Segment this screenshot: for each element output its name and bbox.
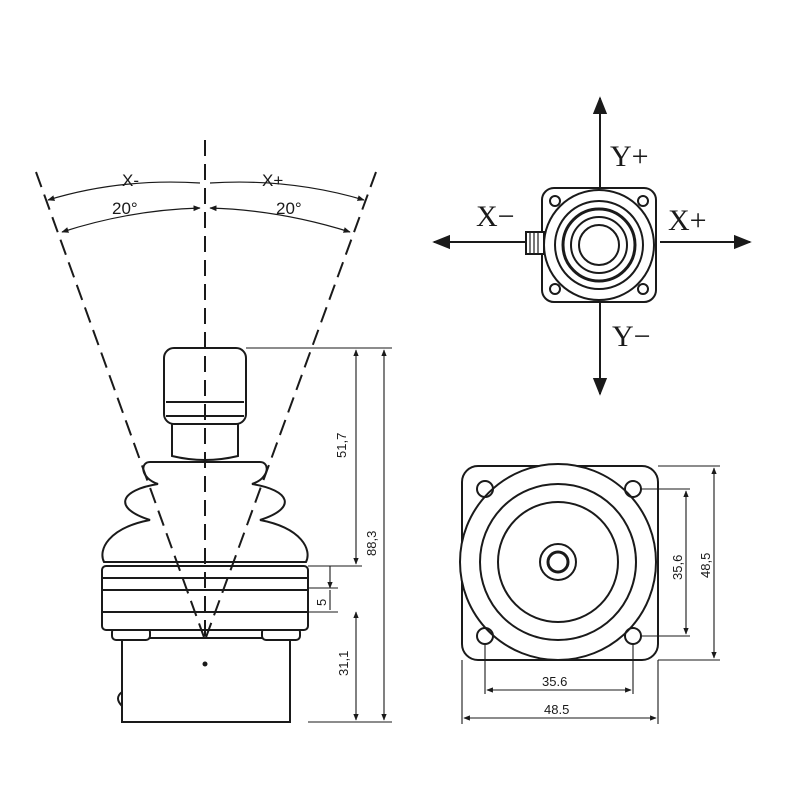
bottom-hub-outer bbox=[539, 543, 577, 581]
top-screw-tr bbox=[637, 195, 649, 207]
bottom-middle-ring bbox=[479, 483, 637, 641]
label-dim-total: 88,3 bbox=[364, 531, 379, 556]
top-screw-br bbox=[637, 283, 649, 295]
bottom-view: 35.6 48.5 35,6 48,5 bbox=[459, 463, 720, 724]
label-top-x-plus: X+ bbox=[668, 204, 707, 237]
label-x-plus: X+ bbox=[262, 171, 283, 190]
right-angle-arc bbox=[209, 205, 351, 233]
label-y-plus: Y+ bbox=[610, 140, 649, 173]
bottom-outer-ring bbox=[459, 463, 657, 661]
top-knob bbox=[578, 224, 620, 266]
top-view: Y+ Y− X+ X− bbox=[432, 96, 752, 396]
top-ring-4 bbox=[570, 216, 628, 274]
top-ring-3 bbox=[561, 207, 637, 283]
bottom-screw-tl bbox=[476, 480, 494, 498]
base-housing bbox=[121, 637, 291, 723]
base-notch bbox=[117, 691, 123, 707]
label-dim-base: 31,1 bbox=[336, 651, 351, 676]
bottom-hub-inner bbox=[546, 550, 570, 574]
base-center-dot bbox=[202, 661, 208, 667]
label-dim-hole-spacing-h: 35.6 bbox=[542, 674, 567, 689]
side-view: X- X+ 20° 20° 51,7 88,3 5 31,1 bbox=[35, 140, 392, 723]
top-screw-bl bbox=[549, 283, 561, 295]
label-y-minus: Y− bbox=[612, 320, 651, 353]
right-deflection-line bbox=[204, 171, 377, 641]
top-ring-2 bbox=[554, 200, 644, 290]
label-left-angle: 20° bbox=[112, 199, 138, 218]
top-outer-ring bbox=[543, 189, 655, 301]
label-dim-hole-spacing-v: 35,6 bbox=[670, 555, 685, 580]
x-minus-arc bbox=[47, 181, 201, 201]
left-deflection-line bbox=[35, 171, 206, 641]
label-dim-width: 48.5 bbox=[544, 702, 569, 717]
label-right-angle: 20° bbox=[276, 199, 302, 218]
x-plus-arc bbox=[209, 181, 365, 201]
top-screw-tl bbox=[549, 195, 561, 207]
left-angle-arc bbox=[61, 205, 201, 233]
label-dim-flange: 5 bbox=[314, 599, 329, 606]
label-x-minus: X- bbox=[122, 171, 139, 190]
cable-connector bbox=[525, 231, 545, 255]
label-dim-height: 48,5 bbox=[698, 553, 713, 578]
bottom-inner-ring bbox=[497, 501, 619, 623]
label-dim-handle: 51,7 bbox=[334, 433, 349, 458]
label-top-x-minus: X− bbox=[476, 200, 515, 233]
